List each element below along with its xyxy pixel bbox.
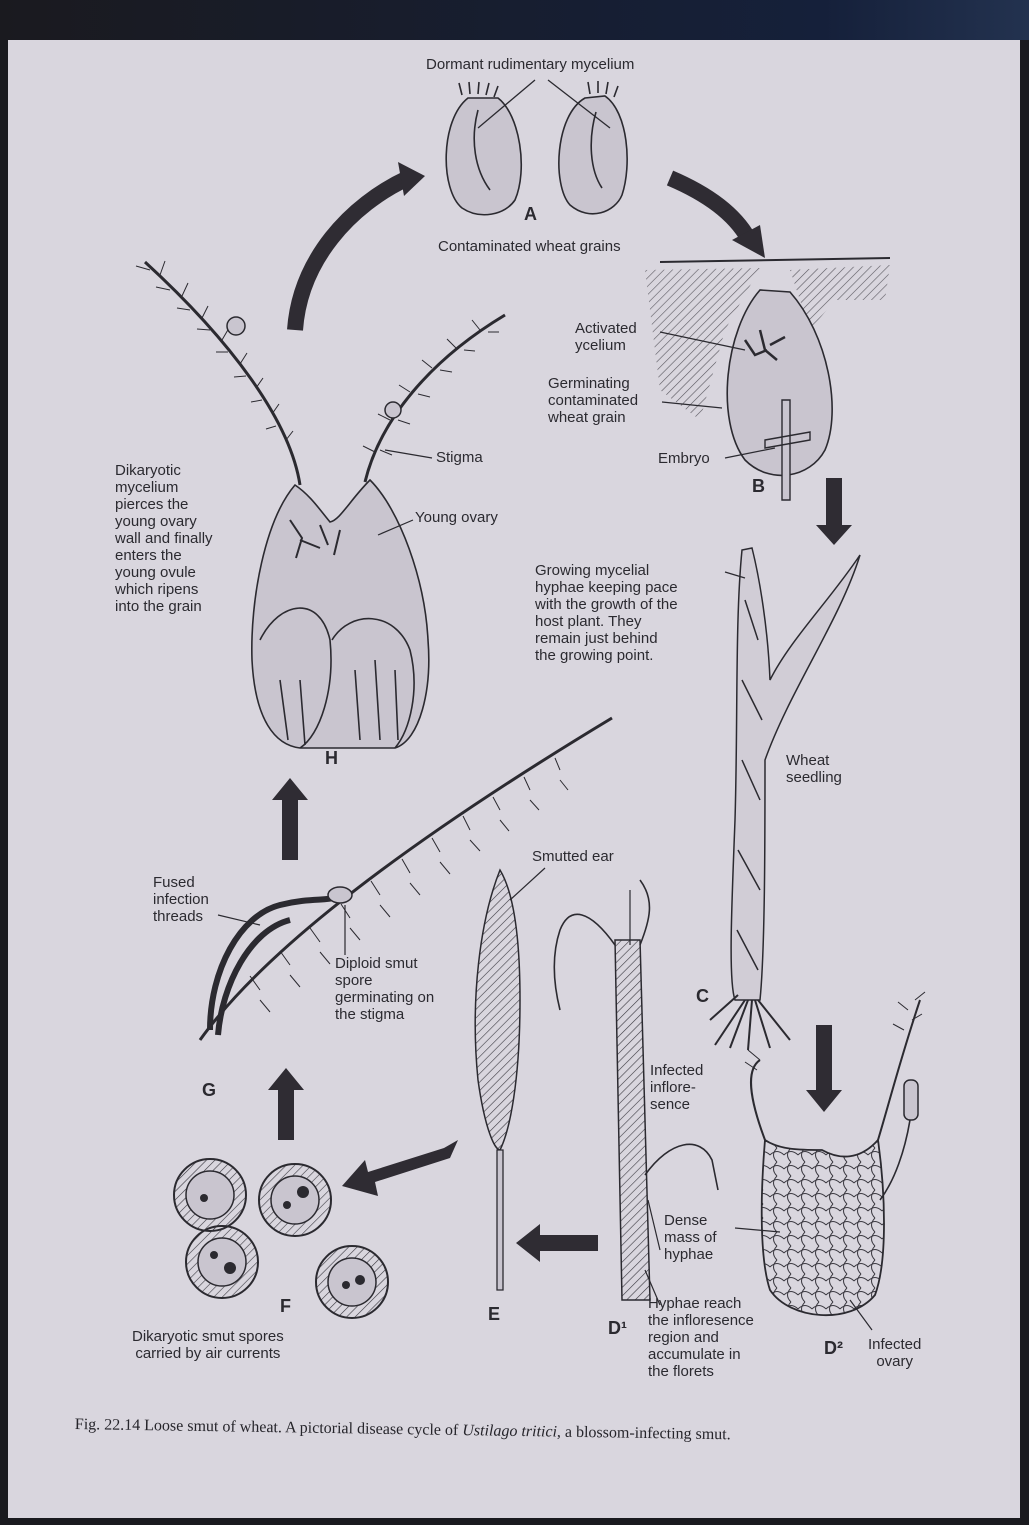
- stigma-right: [365, 315, 505, 482]
- label-embryo: Embryo: [658, 450, 710, 467]
- smutted-ear: [475, 870, 520, 1290]
- label-infected-inflorescence: Infected inflore- sence: [650, 1062, 703, 1113]
- e-pointer-line: [510, 868, 545, 900]
- cycle-arrow-h-to-a-head: [398, 162, 425, 196]
- label-diploid-spore: Diploid smut spore germinating on the st…: [335, 955, 434, 1023]
- arrow-g-to-h: [272, 778, 308, 860]
- label-dikaryotic-spores: Dikaryotic smut spores carried by air cu…: [132, 1328, 284, 1362]
- infected-ovary: [751, 1000, 920, 1315]
- label-smutted-ear: Smutted ear: [532, 848, 614, 865]
- stage-label-e: E: [488, 1306, 500, 1323]
- arrow-b-to-c: [816, 478, 852, 545]
- label-stigma: Stigma: [436, 449, 483, 466]
- stage-label-b: B: [752, 478, 765, 495]
- stage-label-c: C: [696, 988, 709, 1005]
- wheat-grain-left: [446, 82, 521, 215]
- arrow-f-to-g: [268, 1068, 304, 1140]
- smut-spore-1: [174, 1159, 246, 1231]
- stage-label-g: G: [202, 1082, 216, 1099]
- stage-label-a: A: [524, 206, 537, 223]
- smut-spore-3: [186, 1226, 258, 1298]
- stage-label-h: H: [325, 750, 338, 767]
- stage-label-f: F: [280, 1298, 291, 1315]
- label-dense-mass: Dense mass of hyphae: [664, 1212, 717, 1263]
- label-dormant-mycelium: Dormant rudimentary mycelium: [426, 56, 634, 73]
- stage-label-d2: D²: [824, 1340, 843, 1357]
- spore-on-stigma-right: [385, 402, 401, 418]
- label-growing-hyphae: Growing mycelial hyphae keeping pace wit…: [535, 562, 678, 664]
- stigma-left-hairs: [136, 261, 293, 440]
- diploid-spore-drawing: [328, 887, 352, 903]
- cycle-arrow-a-to-b: [670, 178, 748, 238]
- infection-threads: [210, 890, 345, 1035]
- arrow-e-to-f: [342, 1140, 458, 1196]
- seedling-roots: [710, 995, 790, 1050]
- label-young-ovary: Young ovary: [415, 509, 498, 526]
- label-fused-threads: Fused infection threads: [153, 874, 209, 925]
- spore-on-stigma-left: [227, 317, 245, 335]
- cycle-arrow-h-to-a: [295, 178, 408, 330]
- label-wheat-seedling: Wheat seedling: [786, 752, 842, 786]
- smut-spore-2: [259, 1164, 331, 1236]
- caption-species: Ustilago tritici: [462, 1422, 557, 1440]
- label-germinating-grain: Germinating contaminated wheat grain: [548, 375, 638, 426]
- ovary-flower-h: [252, 480, 429, 748]
- label-activated-mycelium: Activated ycelium: [575, 320, 637, 354]
- soil-surface: [660, 258, 890, 262]
- caption-suffix: , a blossom-infecting smut.: [557, 1424, 731, 1444]
- arrow-d1-to-e: [516, 1224, 598, 1262]
- wheat-grain-right: [559, 81, 627, 214]
- stage-label-d1: D¹: [608, 1320, 627, 1337]
- d2-stigma-hairs: [745, 992, 925, 1070]
- smut-spore-4: [316, 1246, 388, 1318]
- label-infected-ovary: Infected ovary: [868, 1336, 921, 1370]
- label-dikaryotic-mycelium: Dikaryotic mycelium pierces the young ov…: [115, 462, 213, 615]
- arrow-c-to-d2: [806, 1025, 842, 1112]
- label-contaminated-grains: Contaminated wheat grains: [438, 238, 621, 255]
- label-hyphae-reach: Hyphae reach the infloresence region and…: [648, 1295, 754, 1380]
- stigma-left: [145, 262, 300, 485]
